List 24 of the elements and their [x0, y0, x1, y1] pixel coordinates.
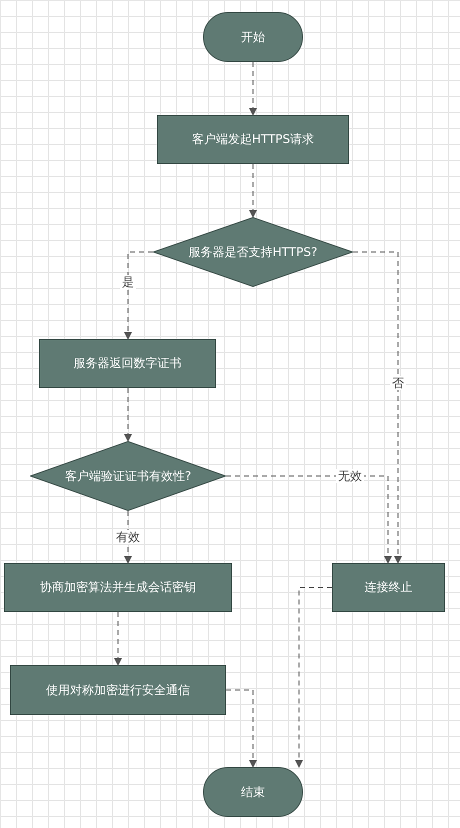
process-box: 连接终止: [332, 563, 445, 612]
arrow: [226, 690, 257, 768]
process-box: 客户端发起HTTPS请求: [157, 115, 349, 164]
edge-label: 无效: [336, 469, 364, 483]
arrow: [124, 388, 132, 442]
arrow: [226, 476, 392, 564]
arrow: [249, 62, 257, 116]
start-terminal: 开始: [203, 12, 303, 62]
end-terminal: 结束: [203, 767, 303, 817]
edge-label: 有效: [114, 530, 142, 544]
process-box: 使用对称加密进行安全通信: [10, 665, 226, 715]
decision-text: 服务器是否支持HTTPS?: [188, 244, 318, 260]
arrow: [114, 612, 122, 666]
process-box: 协商加密算法并生成会话密钥: [4, 563, 232, 612]
arrow: [124, 252, 154, 340]
arrow: [295, 587, 332, 768]
arrow: [352, 252, 402, 564]
arrow: [249, 164, 257, 218]
decision-diamond: [153, 217, 353, 287]
decision-diamond: [30, 441, 226, 511]
edge-label: 否: [390, 376, 406, 390]
edge-label: 是: [120, 275, 136, 289]
process-box: 服务器返回数字证书: [39, 339, 216, 388]
decision-text: 客户端验证证书有效性?: [64, 468, 192, 484]
